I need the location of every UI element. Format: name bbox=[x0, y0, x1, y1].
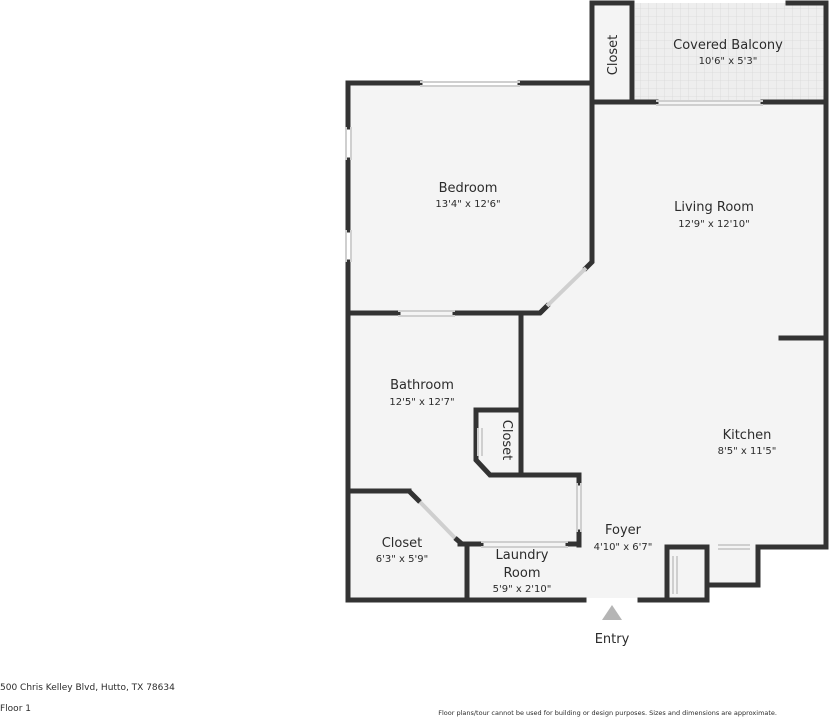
balcony-closet-floor bbox=[595, 6, 633, 102]
window-balcony bbox=[656, 100, 763, 106]
covered-balcony-dims: 10'6" x 5'3" bbox=[699, 56, 758, 67]
address-text: 500 Chris Kelley Blvd, Hutto, TX 78634 bbox=[0, 683, 175, 693]
balcony-closet-name: Closet bbox=[606, 35, 621, 76]
laundry-name-line2: Room bbox=[503, 566, 540, 581]
window-bedroom-left-2 bbox=[345, 230, 352, 262]
room-labels: Covered Balcony 10'6" x 5'3" Closet Bedr… bbox=[376, 35, 783, 647]
window-bottom-right-2 bbox=[672, 556, 678, 594]
wall-closet-diag bbox=[407, 489, 422, 504]
floor-label: Floor 1 bbox=[0, 704, 31, 714]
walls bbox=[345, 0, 829, 603]
door-closet-diagonal bbox=[418, 500, 457, 540]
covered-balcony-name: Covered Balcony bbox=[673, 38, 783, 53]
bath-closet-door bbox=[477, 428, 483, 456]
closet-dims: 6'3" x 5'9" bbox=[376, 554, 428, 565]
window-bottom-right bbox=[718, 544, 750, 550]
living-room-dims: 12'9" x 12'10" bbox=[678, 219, 750, 230]
bath-closet-name: Closet bbox=[499, 420, 514, 461]
disclaimer-text: Floor plans/tour cannot be used for buil… bbox=[438, 709, 777, 717]
windows bbox=[345, 81, 763, 594]
door-bedroom-diagonal bbox=[545, 266, 588, 308]
balcony-floor bbox=[635, 3, 826, 102]
floor-fills bbox=[350, 3, 826, 598]
laundry-dims: 5'9" x 2'10" bbox=[493, 584, 552, 595]
window-foyer-left bbox=[576, 483, 582, 532]
wall-bottom-right bbox=[664, 544, 829, 603]
bedroom-name: Bedroom bbox=[439, 181, 498, 196]
window-bedroom-bottom bbox=[398, 310, 455, 317]
window-bedroom-top bbox=[420, 81, 520, 87]
diagonal-doors bbox=[407, 266, 588, 546]
laundry-name-line1: Laundry bbox=[496, 548, 549, 563]
bathroom-dims: 12'5" x 12'7" bbox=[389, 397, 454, 408]
wall-closet-diag-b bbox=[453, 536, 464, 546]
kitchen-dims: 8'5" x 11'5" bbox=[718, 446, 777, 457]
living-room-name: Living Room bbox=[674, 200, 754, 215]
bathroom-name: Bathroom bbox=[390, 378, 454, 393]
main-floor bbox=[350, 85, 824, 598]
window-bedroom-left-1 bbox=[345, 127, 352, 160]
wall-bedroom-right bbox=[582, 99, 595, 272]
wall-bath-closet bbox=[473, 407, 582, 478]
wall-bedroom-diag-a bbox=[538, 304, 549, 315]
closet-name: Closet bbox=[382, 536, 423, 551]
window-laundry bbox=[481, 541, 568, 548]
entry-label: Entry bbox=[595, 632, 630, 647]
bedroom-dims: 13'4" x 12'6" bbox=[435, 199, 500, 210]
entry-arrow-icon bbox=[602, 605, 622, 620]
kitchen-name: Kitchen bbox=[723, 428, 772, 443]
foyer-dims: 4'10" x 6'7" bbox=[594, 542, 653, 553]
foyer-name: Foyer bbox=[605, 523, 642, 538]
